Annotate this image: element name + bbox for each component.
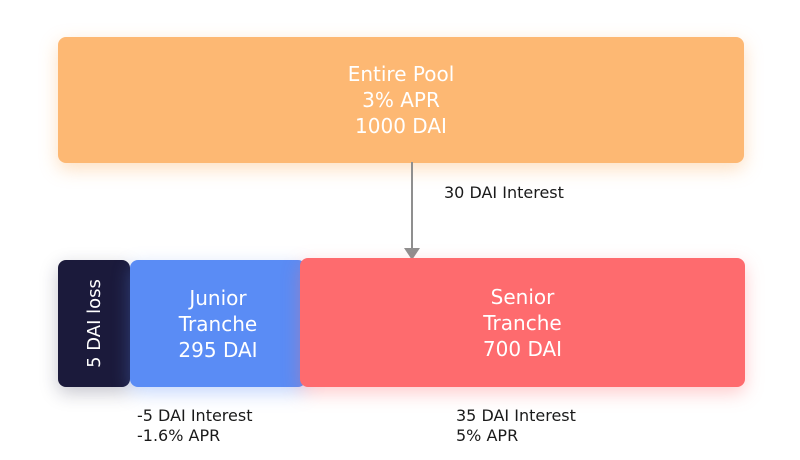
down-arrow-icon bbox=[404, 162, 420, 260]
senior-title-line1: Senior bbox=[490, 284, 555, 309]
senior-interest: 35 DAI Interest bbox=[456, 406, 576, 425]
pool-title: Entire Pool bbox=[347, 62, 455, 86]
pool-interest-label: 30 DAI Interest bbox=[444, 183, 564, 202]
senior-apr: 5% APR bbox=[456, 426, 519, 445]
junior-title-line1: Junior bbox=[189, 285, 247, 310]
junior-tranche-box: Junior Tranche 295 DAI bbox=[130, 260, 306, 387]
junior-amount: 295 DAI bbox=[178, 337, 258, 362]
junior-title-line2: Tranche bbox=[178, 311, 258, 336]
entire-pool-box: Entire Pool 3% APR 1000 DAI bbox=[58, 37, 744, 163]
junior-interest: -5 DAI Interest bbox=[137, 406, 253, 425]
pool-apr: 3% APR bbox=[362, 88, 440, 112]
junior-apr: -1.6% APR bbox=[137, 426, 221, 445]
senior-amount: 700 DAI bbox=[482, 336, 563, 361]
pool-amount: 1000 DAI bbox=[355, 114, 447, 138]
senior-tranche-box: Senior Tranche 700 DAI bbox=[300, 258, 745, 387]
senior-interest-note: 35 DAI Interest 5% APR bbox=[456, 406, 576, 446]
loss-label: 5 DAI loss bbox=[83, 279, 105, 368]
junior-interest-note: -5 DAI Interest -1.6% APR bbox=[137, 406, 252, 446]
loss-box: 5 DAI loss bbox=[58, 260, 130, 387]
senior-title-line2: Tranche bbox=[483, 310, 562, 335]
pool-interest-note: 30 DAI Interest bbox=[444, 183, 564, 203]
